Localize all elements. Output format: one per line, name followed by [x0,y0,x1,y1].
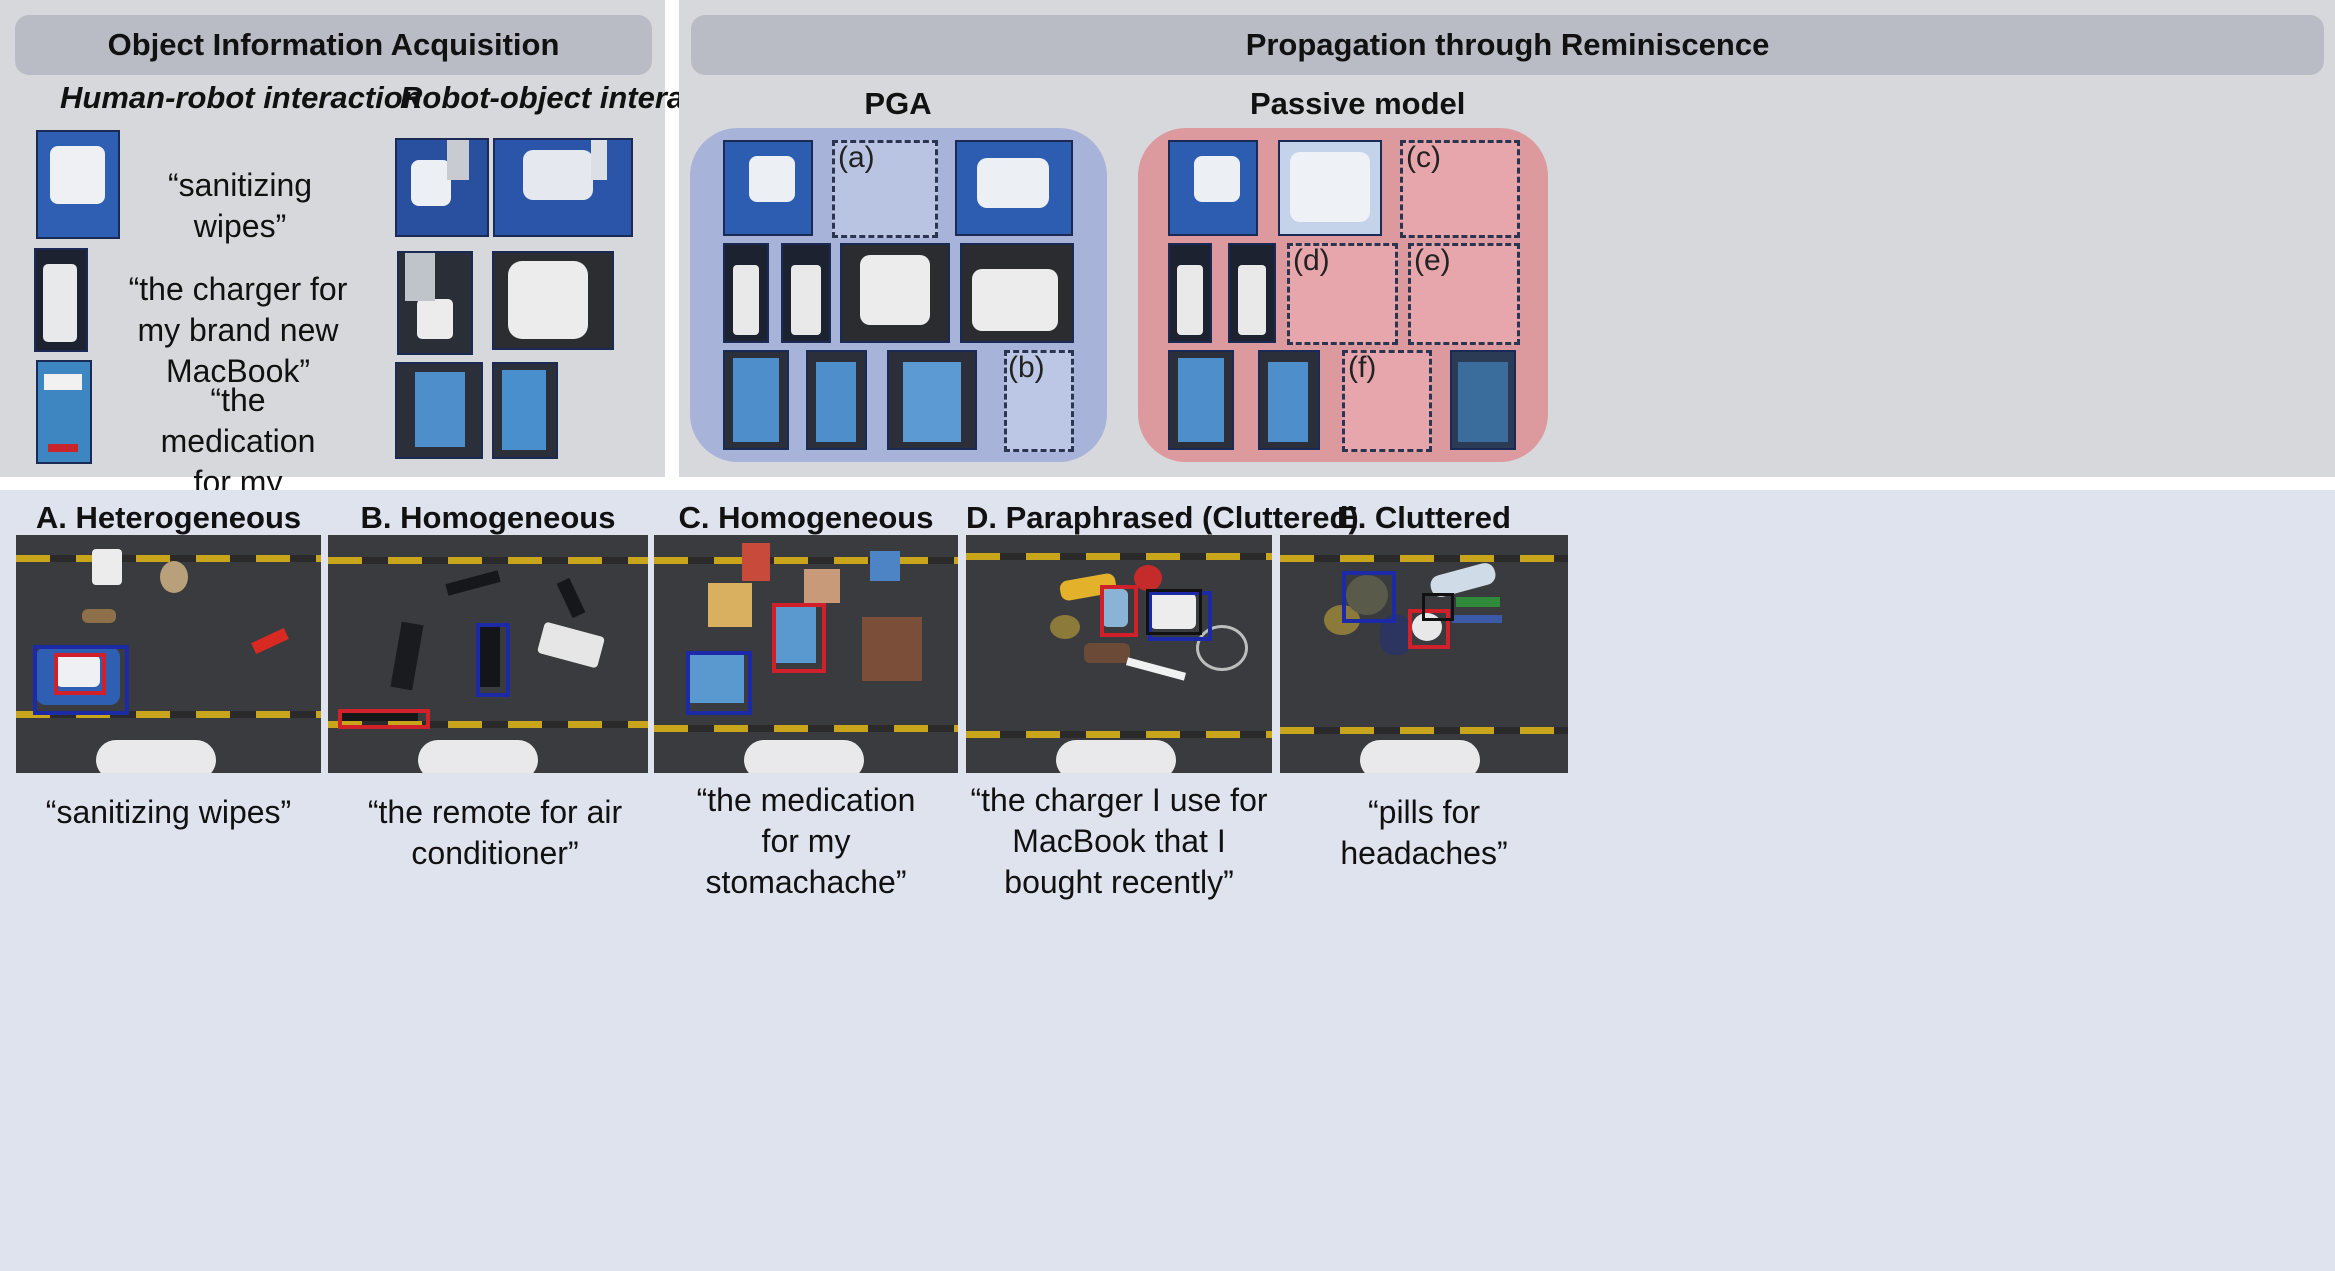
scene-d-red-box [1100,585,1138,637]
scene-b-image [328,535,648,773]
scene-d-black-box [1146,589,1202,635]
object-information-header: Object Information Acquisition [15,15,652,75]
tag-c: (c) [1406,141,1441,174]
robot-wipes-photo-1 [395,138,489,237]
scene-c-caption: “the medication for my stomachache” [696,782,916,900]
passive-charger-1 [1168,243,1212,343]
passive-charger-2 [1228,243,1276,343]
scene-a-red-box [54,653,106,695]
propagation-header: Propagation through Reminiscence [691,15,2324,75]
scene-c-red-box [772,603,826,673]
scene-d-image [966,535,1272,773]
robot-wipes-photo-2 [493,138,633,237]
pga-charger-1 [723,243,769,343]
scene-d-title: D. Paraphrased (Cluttered) [966,500,1359,535]
passive-ghost-f [1342,350,1432,452]
scene-a-image [16,535,321,773]
passive-wipes-2 [1278,140,1382,236]
pga-charger-4 [960,243,1074,343]
tag-f: (f) [1348,351,1377,384]
tag-d: (d) [1293,244,1330,277]
wipes-photo [36,130,120,239]
charger-photo [34,248,88,352]
scene-e-image [1280,535,1568,773]
scene-d-caption: “the charger I use for MacBook that I bo… [970,782,1268,900]
quote-sanitizing-wipes: “sanitizing wipes” [167,167,313,244]
quote-charger: “the charger for my brand new MacBook” [128,271,348,389]
pga-title: PGA [864,86,932,121]
robot-charger-photo-2 [492,251,614,350]
scene-b-title: B. Homogeneous [360,500,616,535]
robot-medication-photo-2 [492,362,558,459]
scene-a-blue-box [33,645,129,715]
passive-ghost-e [1408,243,1520,345]
scene-e-red-box [1408,609,1450,649]
passive-ghost-c [1400,140,1520,238]
pga-charger-2 [781,243,831,343]
robot-medication-photo-1 [395,362,483,459]
pga-wipes-2 [955,140,1073,236]
tag-b: (b) [1008,351,1045,384]
tag-e: (e) [1414,244,1451,277]
tag-a: (a) [838,141,875,174]
pga-wipes-1 [723,140,813,236]
pga-ghost-b [1004,350,1074,452]
scene-b-caption: “the remote for air conditioner” [367,794,623,871]
scene-d-blue-box [1148,591,1212,641]
pga-medication-3 [887,350,977,450]
scene-a-caption: “sanitizing wipes” [45,794,292,830]
passive-ghost-d [1287,243,1398,345]
scene-e-caption: “pills for headaches” [1340,794,1508,871]
scene-e-black-box [1422,593,1454,621]
pga-ghost-a [832,140,938,238]
human-robot-subtitle: Human-robot interaction [60,80,422,115]
scene-c-blue-box [686,651,752,715]
scene-c-title: C. Homogeneous [678,500,934,535]
passive-medication-2 [1258,350,1320,450]
passive-wipes-1 [1168,140,1258,236]
scene-e-title: E. Cluttered [1337,500,1511,535]
scene-a-title: A. Heterogeneous [35,500,302,535]
scene-b-red-box [338,709,430,729]
passive-medication-1 [1168,350,1234,450]
robot-charger-photo-1 [397,251,473,355]
pga-medication-1 [723,350,789,450]
scene-c-image [654,535,958,773]
passive-medication-3 [1450,350,1516,450]
pga-charger-3 [840,243,950,343]
pga-medication-2 [806,350,867,450]
scene-b-blue-box [476,623,510,697]
medication-photo [36,360,92,464]
scene-e-blue-box [1342,571,1396,623]
passive-model-title: Passive model [1250,86,1466,121]
